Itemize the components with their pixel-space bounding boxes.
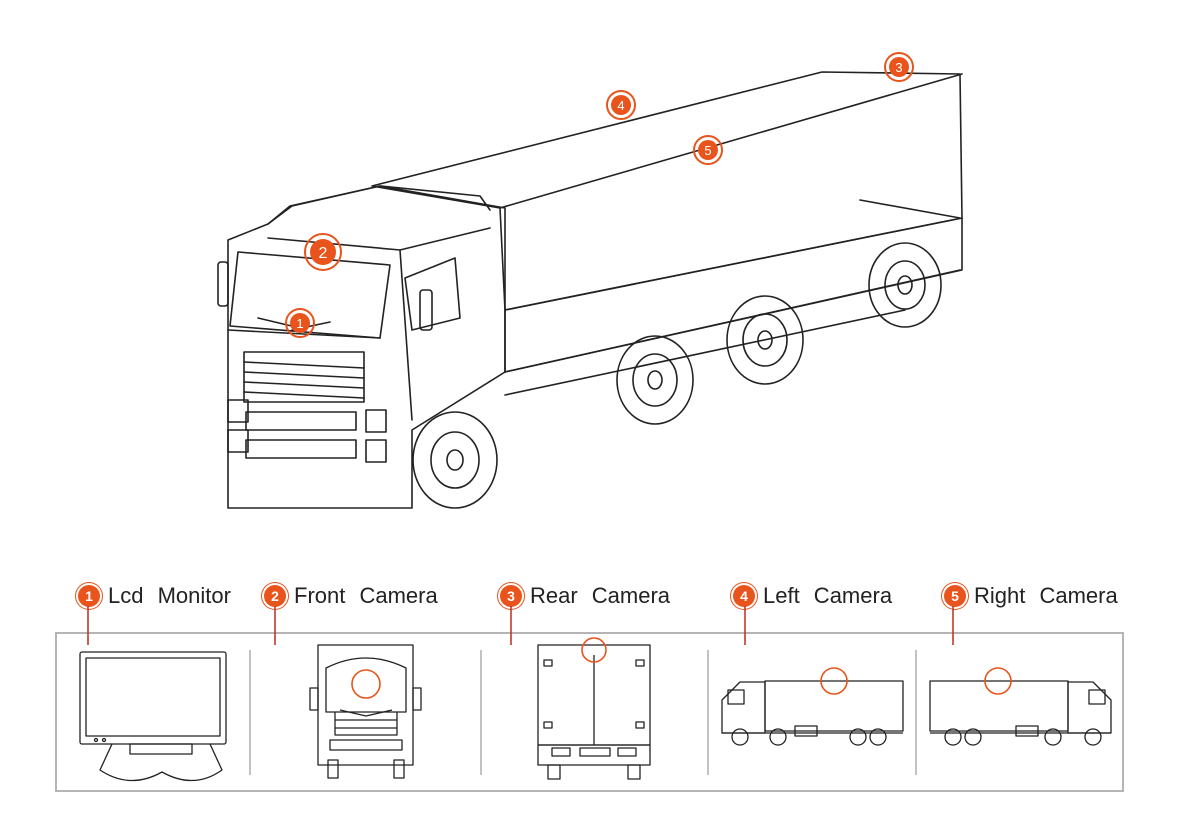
thumb-right-camera-marker [984,667,1012,695]
callout-marker-5: 5 [693,135,723,165]
legend-front-camera: 2 Front Camera [264,578,438,614]
truck-diagram: 1 2 3 4 5 [217,52,963,509]
wheel-front [412,411,498,509]
thumb-left-camera-marker [820,667,848,695]
legend-label: Right Camera [974,583,1118,608]
trailer-roof-edge [499,73,963,209]
wheel-rear-2 [726,295,804,385]
grille [243,351,365,403]
badge-2: 2 [264,585,286,607]
legend-lcd-monitor: 1 Lcd Monitor [78,578,231,614]
legend-label: Lcd Monitor [108,583,231,608]
badge-3: 3 [500,585,522,607]
legend-left-camera: 4 Left Camera [733,578,892,614]
wheel-rear-3 [868,242,942,328]
thumb-rear-camera-marker [581,637,607,663]
thumb-lcd-monitor [79,651,227,782]
legend-rear-camera: 3 Rear Camera [500,578,670,614]
legend-label: Rear Camera [530,583,671,608]
badge-4: 4 [733,585,755,607]
thumb-rear-camera [537,644,651,780]
svg-text:1: 1 [296,316,303,331]
legend-label: Front Camera [294,583,438,608]
svg-text:2: 2 [319,245,328,262]
callout-marker-4: 4 [606,90,636,120]
svg-text:5: 5 [704,143,711,158]
thumb-front-camera-marker [351,669,381,699]
thumb-front-camera [309,644,422,779]
legend-right-camera: 5 Right Camera [944,578,1118,614]
thumb-right-camera [929,680,1112,746]
callout-marker-1: 1 [285,308,315,338]
callout-marker-3: 3 [884,52,914,82]
badge-1: 1 [78,585,100,607]
svg-text:3: 3 [895,60,902,75]
svg-text:4: 4 [617,98,624,113]
badge-5: 5 [944,585,966,607]
views-panel [55,632,1124,792]
callout-marker-2: 2 [304,233,342,271]
wheel-rear-1 [616,335,694,425]
thumb-left-camera [721,680,904,746]
legend-label: Left Camera [763,583,893,608]
